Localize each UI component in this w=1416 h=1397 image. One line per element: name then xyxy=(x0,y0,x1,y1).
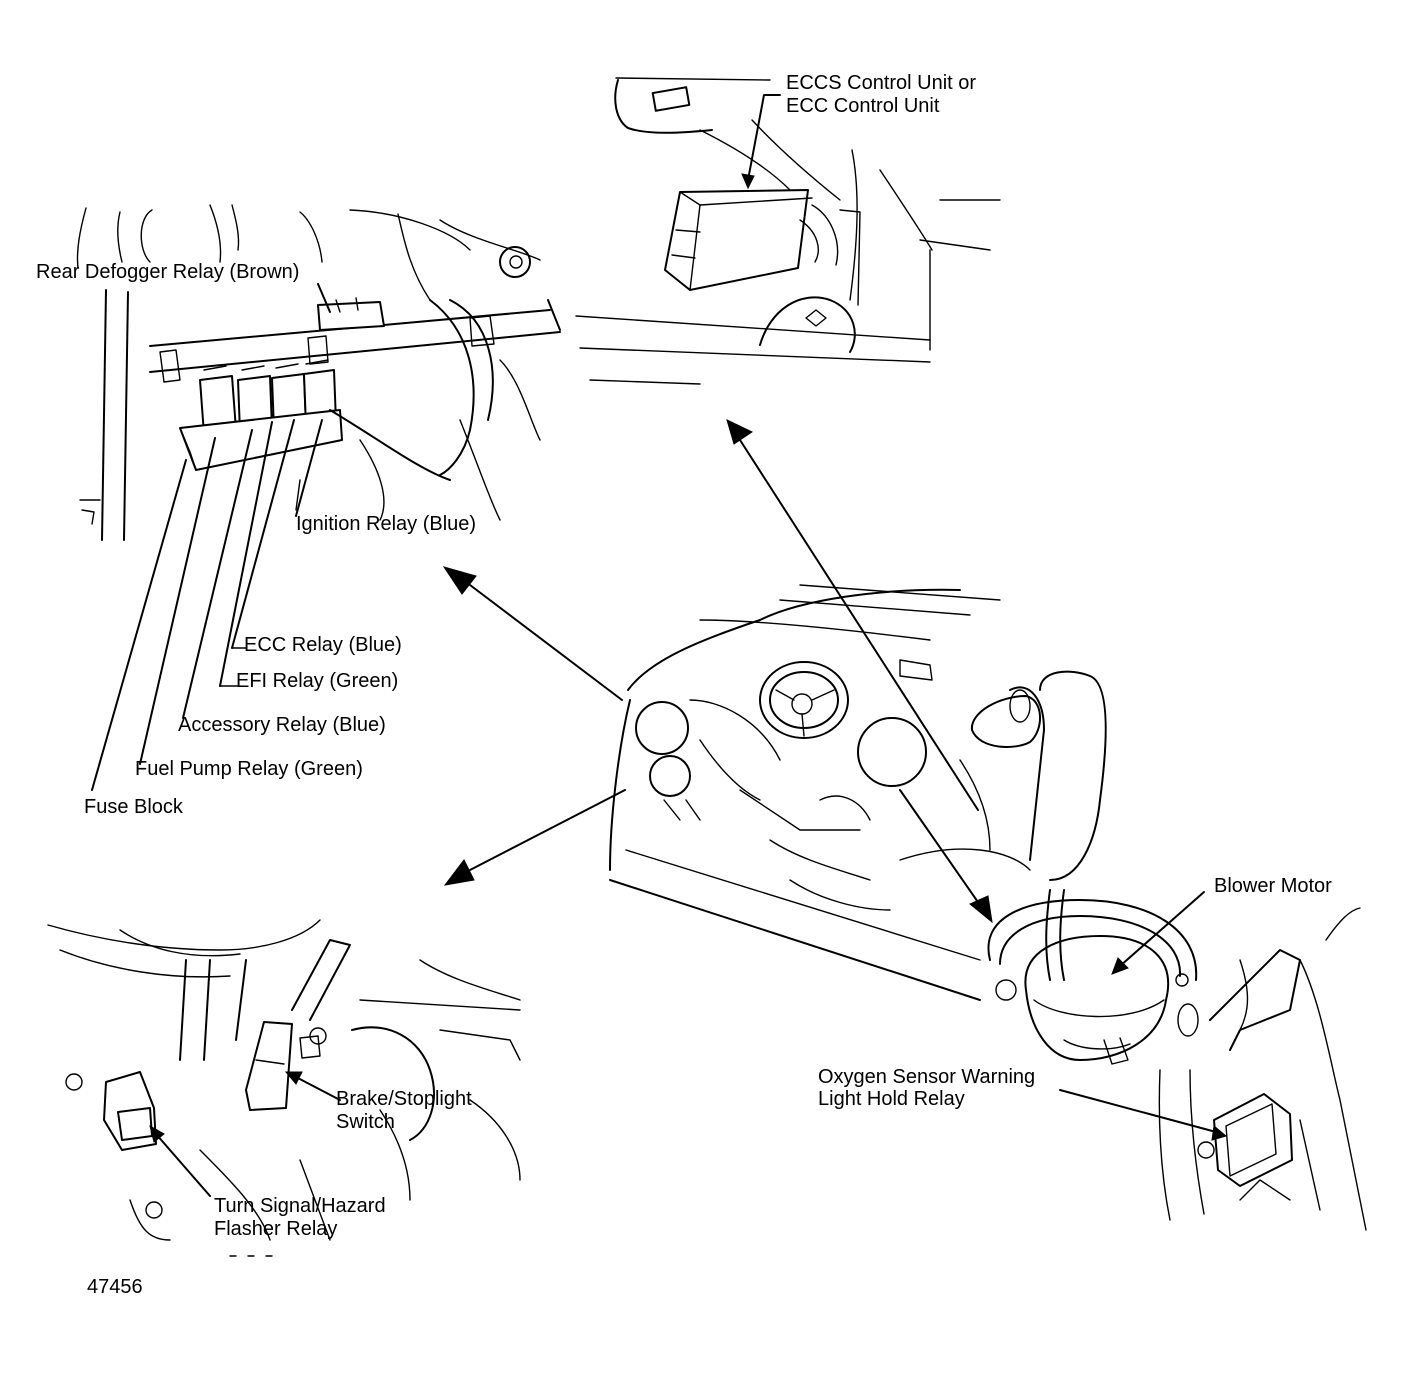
turn-signal-relay-label-1: Turn Signal/Hazard xyxy=(214,1195,386,1217)
ecc-relay-label: ECC Relay (Blue) xyxy=(244,634,402,656)
turn-signal-relay-label-2: Flasher Relay xyxy=(214,1218,338,1240)
oxygen-relay-label-2: Light Hold Relay xyxy=(818,1088,965,1110)
eccs-control-unit-label-2: ECC Control Unit xyxy=(786,95,940,117)
blower-motor-view xyxy=(987,889,1367,1231)
fuse-block-label: Fuse Block xyxy=(84,796,183,818)
figure-id: 47456 xyxy=(87,1276,143,1298)
efi-relay-label: EFI Relay (Green) xyxy=(236,670,399,692)
pedal-area-view xyxy=(47,919,521,1257)
fuel-pump-relay-label: Fuel Pump Relay (Green) xyxy=(135,758,363,780)
rear-defogger-relay-label: Rear Defogger Relay (Brown) xyxy=(36,261,300,283)
ignition-relay-label: Ignition Relay (Blue) xyxy=(296,513,477,535)
oxygen-relay-label-1: Oxygen Sensor Warning xyxy=(818,1066,1036,1088)
eccs-control-unit-label-1: ECCS Control Unit or xyxy=(786,72,977,94)
interior-overview xyxy=(442,419,1107,1001)
accessory-relay-label: Accessory Relay (Blue) xyxy=(178,714,386,736)
brake-switch-label-2: Switch xyxy=(336,1111,395,1133)
relay-block-view xyxy=(76,204,561,791)
eccs-control-unit-view xyxy=(575,77,1001,385)
brake-switch-label-1: Brake/Stoplight xyxy=(336,1088,472,1110)
blower-motor-label: Blower Motor xyxy=(1214,875,1332,897)
